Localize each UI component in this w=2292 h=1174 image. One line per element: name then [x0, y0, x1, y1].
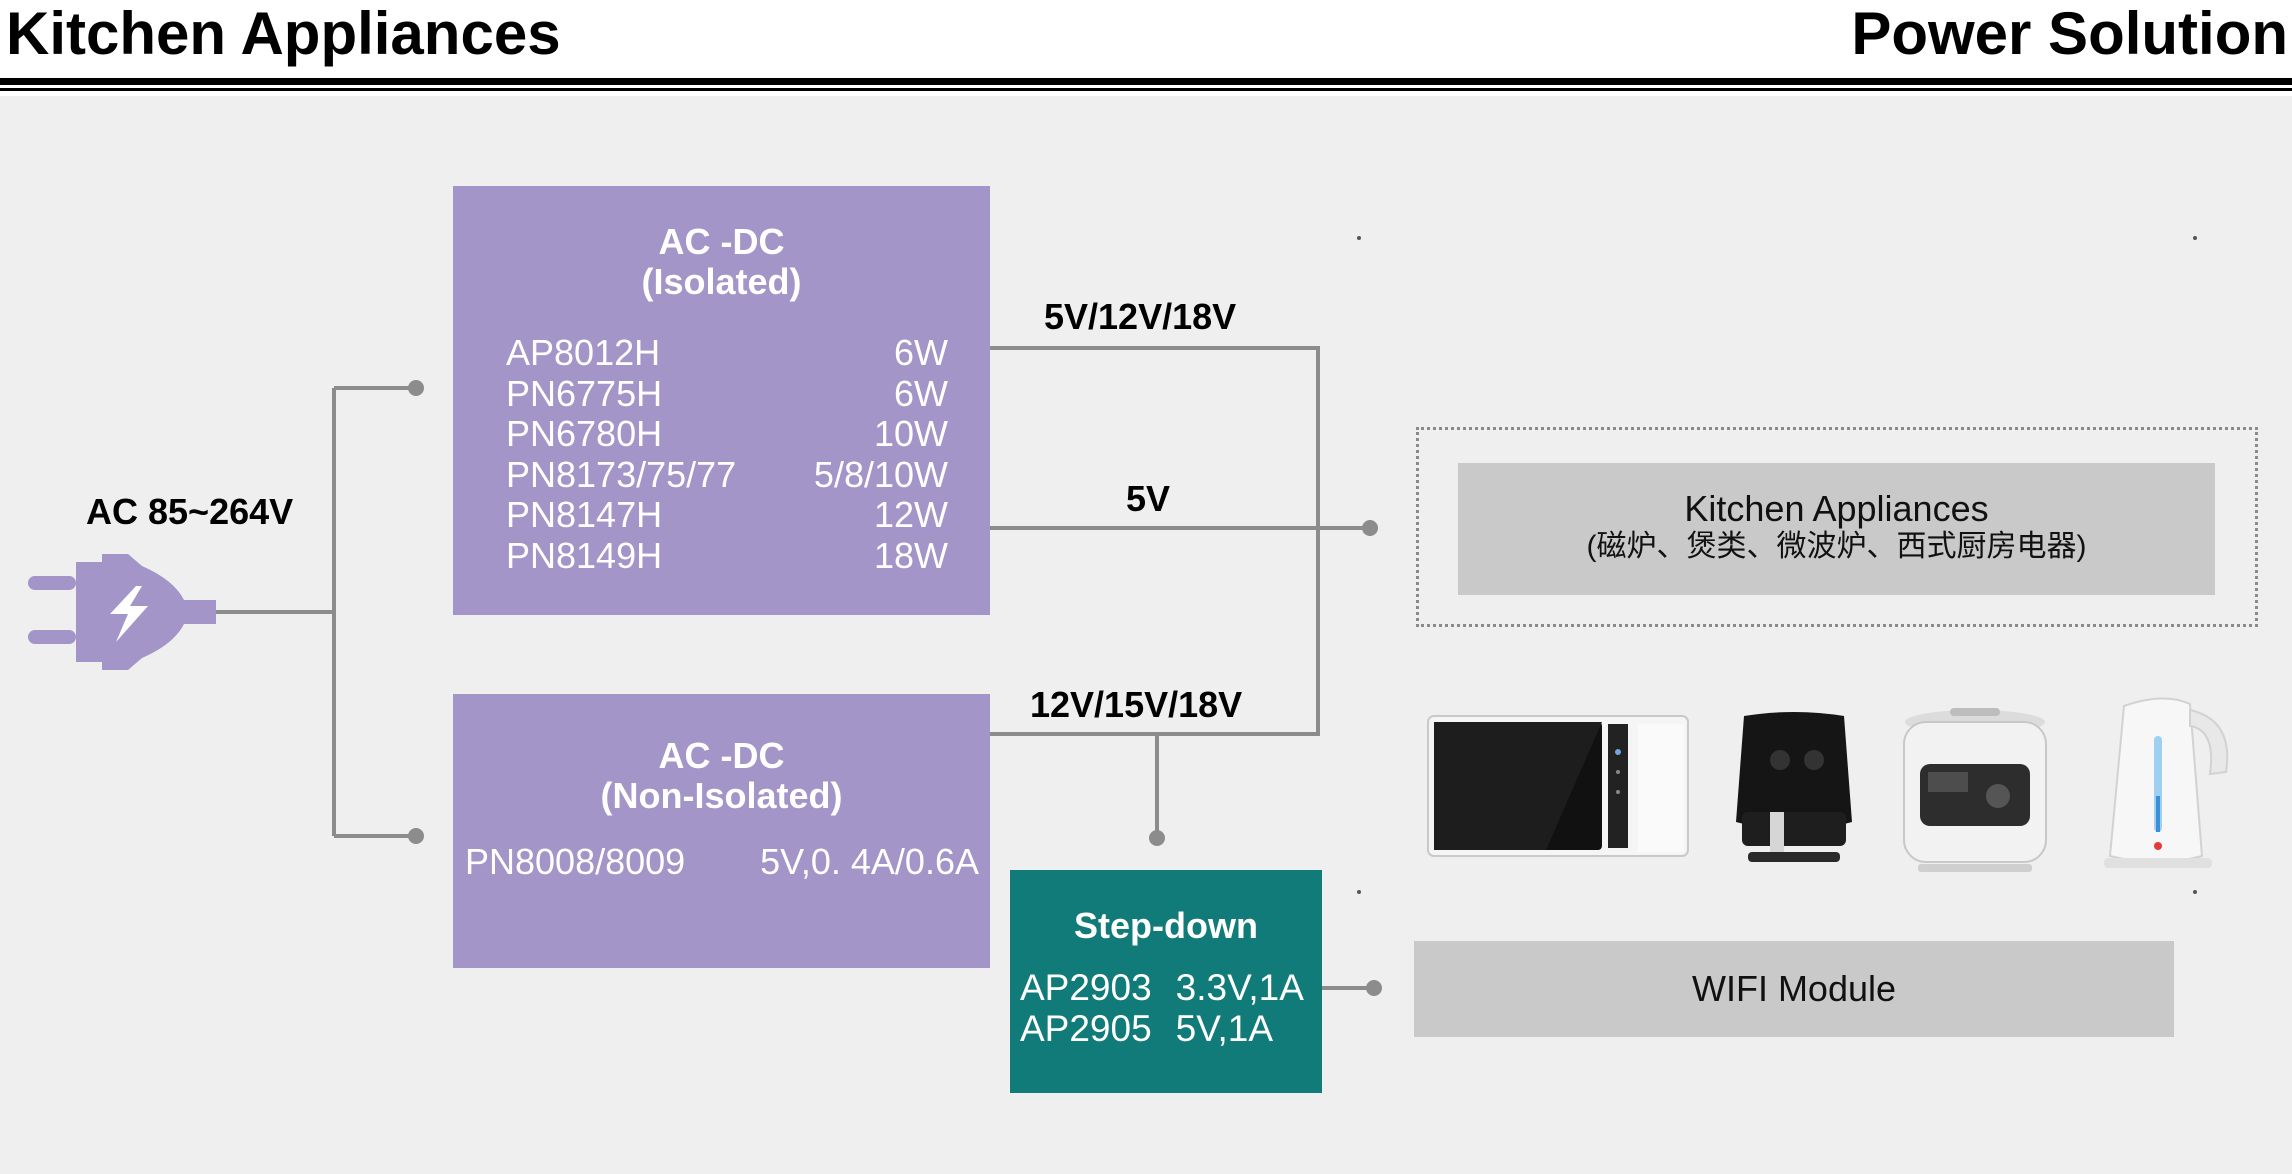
node-dot [408, 380, 424, 396]
page-title: Kitchen Appliances [6, 0, 561, 67]
nonisolated-title-line2: (Non-Isolated) [600, 775, 843, 816]
output-spec: 5V,1A [1175, 1007, 1274, 1049]
power-rating: 6W [894, 372, 948, 414]
list-item: AP2903 3.3V,1A [1020, 967, 1324, 1009]
isolated-title-line1: AC -DC [658, 221, 785, 262]
part-number: PN6775H [506, 372, 663, 414]
wire-isolated-high [990, 346, 1320, 736]
part-number: PN8008/8009 [465, 841, 686, 882]
node-dot [1149, 830, 1165, 846]
stray-dot [2193, 890, 2197, 894]
air-fryer-image [1736, 712, 1852, 862]
node-dot [1362, 520, 1378, 536]
isolated-acdc-block: AC -DC (Isolated) AP8012H 6W PN6775H 6W PN… [453, 186, 990, 615]
wire-label-isolated-high: 5V/12V/18V [1044, 296, 1237, 337]
input-voltage-label: AC 85~264V [86, 491, 294, 532]
nonisolated-acdc-block: AC -DC (Non-Isolated) PN8008/8009 5V,0. 4… [453, 694, 990, 968]
part-number: PN8173/75/77 [506, 453, 737, 495]
power-rating: 18W [873, 534, 948, 576]
electric-kettle-image [2104, 697, 2229, 868]
power-plug-icon [28, 554, 216, 670]
list-item: PN6780H 10W [506, 413, 948, 455]
nonisolated-part-list: PN8008/8009 5V,0. 4A/0.6A [465, 841, 979, 883]
stray-dot [1357, 890, 1361, 894]
power-rating: 10W [873, 413, 948, 454]
list-item: PN8008/8009 5V,0. 4A/0.6A [465, 841, 979, 883]
node-dot [408, 828, 424, 844]
list-item: PN8149H 18W [506, 534, 948, 577]
list-item: PN6775H 6W [506, 372, 948, 415]
part-number: PN6780H [506, 413, 663, 454]
kitchen-appliances-examples: (磁炉、煲类、微波炉、西式厨房电器) [1586, 530, 2087, 563]
list-item: AP8012H 6W [506, 332, 948, 374]
header-rule-thin [0, 88, 2292, 91]
header: Kitchen Appliances Power Solution [0, 0, 2292, 96]
list-item: AP2905 5V,1A [1020, 1007, 1324, 1050]
wire-label-nonisolated: 12V/15V/18V [1030, 684, 1243, 725]
output-spec: 3.3V,1A [1175, 967, 1304, 1008]
wire-label-isolated-5v: 5V [1126, 478, 1171, 519]
stepdown-block: Step-down AP2903 3.3V,1A AP2905 5V,1A [1010, 870, 1322, 1093]
isolated-title-line2: (Isolated) [641, 261, 802, 302]
section-title: Power Solution [1851, 0, 2288, 67]
stepdown-title: Step-down [1074, 905, 1258, 946]
power-rating: 5/8/10W [813, 453, 948, 495]
nonisolated-title-line1: AC -DC [658, 735, 785, 776]
power-rating: 12W [873, 494, 948, 535]
header-rule-thick [0, 78, 2292, 85]
kitchen-appliances-title: Kitchen Appliances [1684, 488, 1989, 529]
list-item: PN8173/75/77 5/8/10W [506, 453, 948, 496]
part-number: PN8149H [506, 534, 663, 576]
part-number: AP8012H [506, 332, 661, 373]
rice-cooker-image [1903, 708, 2047, 872]
wifi-module-box: WIFI Module [1414, 941, 2174, 1037]
stray-dot [2193, 236, 2197, 240]
stray-dot [1357, 236, 1361, 240]
microwave-oven-image [1427, 715, 1689, 857]
node-dot [1366, 980, 1382, 996]
stepdown-part-list: AP2903 3.3V,1A AP2905 5V,1A [1020, 967, 1324, 1050]
kitchen-appliances-group [1416, 427, 2258, 627]
kitchen-appliances-box: Kitchen Appliances (磁炉、煲类、微波炉、西式厨房电器) [1458, 463, 2215, 595]
list-item: PN8147H 12W [506, 494, 948, 536]
part-number: AP2905 [1020, 1007, 1152, 1049]
output-spec: 5V,0. 4A/0.6A [760, 841, 979, 882]
isolated-part-list: AP8012H 6W PN6775H 6W PN6780H 10W PN8173/75… [506, 332, 948, 577]
part-number: AP2903 [1020, 967, 1152, 1008]
power-rating: 6W [894, 332, 948, 373]
part-number: PN8147H [506, 494, 663, 535]
